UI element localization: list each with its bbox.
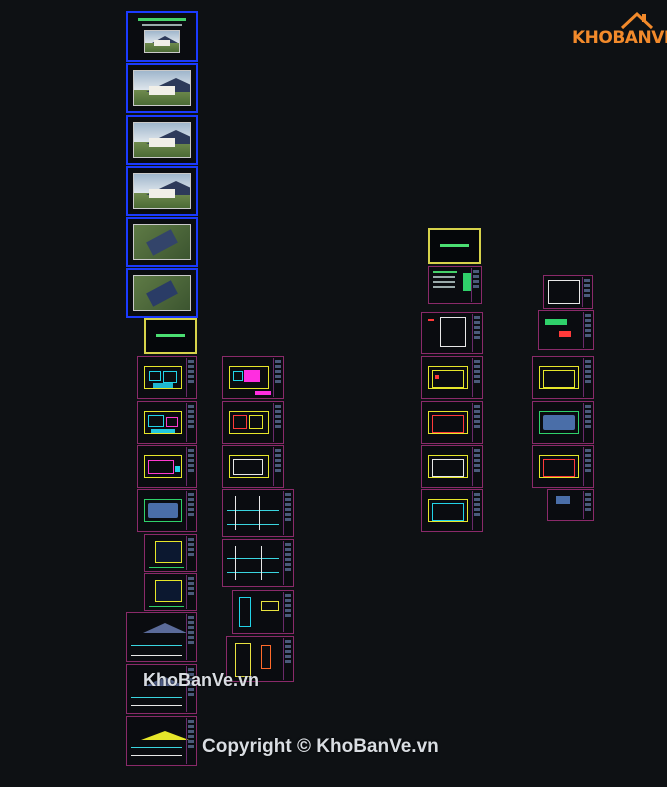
section-drawing — [131, 619, 187, 656]
watermark-text: KhoBanVe.vn — [143, 670, 260, 690]
section-sheet-3[interactable] — [126, 716, 197, 766]
render-sheet-perspective[interactable] — [126, 166, 198, 216]
floor-plan-drawing — [144, 411, 182, 434]
window-detail-drawing — [261, 601, 279, 611]
cover-sheet[interactable] — [126, 11, 198, 62]
cover-subtitle-bar — [142, 24, 182, 26]
house-roof-icon — [620, 11, 654, 30]
elevation-drawing — [227, 496, 279, 530]
slab-plan-drawing — [428, 499, 468, 522]
house-render-image — [133, 173, 191, 209]
logo-text: KHOBANVE — [572, 28, 667, 48]
plan-sheet-col2-2[interactable] — [222, 401, 284, 444]
plan-sheet-3[interactable] — [137, 445, 197, 488]
tank-detail-drawing — [556, 496, 570, 504]
floor-plan-drawing — [144, 455, 182, 478]
elevation-sheet-1[interactable] — [144, 534, 197, 572]
section-title-bar — [439, 244, 470, 248]
foundation-plan-drawing — [428, 366, 468, 389]
aerial-render-image — [133, 275, 191, 311]
section-sheet-1[interactable] — [126, 612, 197, 662]
section-title-bar — [155, 334, 186, 338]
floor-plan-drawing — [229, 411, 269, 434]
detail-sheet-col2-2[interactable] — [226, 636, 294, 682]
plumbing-plan-drawing — [539, 411, 579, 434]
mep-plan-sheet-2[interactable] — [532, 401, 594, 444]
aerial-render-image — [133, 224, 191, 260]
cover-title-bar — [138, 18, 186, 21]
mep-detail-sheet[interactable] — [547, 489, 594, 521]
elevation-drawing — [155, 580, 182, 602]
pipe-diagram — [545, 319, 567, 325]
section-divider-sheet-architecture[interactable] — [144, 318, 197, 354]
structure-plan-sheet-1[interactable] — [421, 356, 483, 399]
khobanve-logo: KHOBANVE — [572, 10, 667, 54]
elevation-drawing — [155, 541, 182, 563]
mep-diagram-sheet[interactable] — [538, 310, 594, 350]
structure-plan-sheet-4[interactable] — [421, 489, 483, 532]
elevation-sheet-col2-1[interactable] — [222, 489, 294, 537]
render-sheet-aerial-2[interactable] — [126, 268, 198, 318]
elevation-sheet-2[interactable] — [144, 573, 197, 611]
window-detail-drawing — [261, 645, 271, 669]
copyright-text: Copyright © KhoBanVe.vn — [202, 736, 439, 757]
notes-sheet[interactable] — [428, 266, 482, 304]
render-sheet-front-2[interactable] — [126, 115, 198, 165]
schedule-sheet[interactable] — [421, 312, 483, 354]
beam-plan-drawing — [428, 411, 468, 434]
house-render-image — [133, 70, 191, 106]
structure-plan-sheet-3[interactable] — [421, 445, 483, 488]
house-render-image — [133, 122, 191, 158]
drainage-plan-drawing — [539, 455, 579, 478]
cover-render-image — [144, 30, 180, 53]
mep-legend-sheet[interactable] — [543, 275, 593, 309]
plan-sheet-2[interactable] — [137, 401, 197, 444]
mep-plan-sheet-1[interactable] — [532, 356, 594, 399]
section-divider-sheet-structure[interactable] — [428, 228, 481, 264]
legend-table — [548, 280, 580, 304]
elevation-sheet-col2-2[interactable] — [222, 539, 294, 587]
door-detail-drawing — [239, 597, 251, 627]
floor-plan-drawing — [144, 366, 182, 389]
detail-sheet-col2-1[interactable] — [232, 590, 294, 634]
plan-sheet-roof[interactable] — [137, 489, 197, 532]
floor-plan-drawing — [229, 366, 269, 389]
elevation-drawing — [227, 546, 279, 580]
schedule-table — [440, 317, 466, 347]
mep-plan-sheet-3[interactable] — [532, 445, 594, 488]
structure-plan-sheet-2[interactable] — [421, 401, 483, 444]
section-sheet-2[interactable] — [126, 664, 197, 714]
render-sheet-front-1[interactable] — [126, 63, 198, 113]
notes-title-bar — [433, 271, 457, 273]
render-sheet-aerial-1[interactable] — [126, 217, 198, 267]
electrical-plan-drawing — [539, 366, 579, 389]
section-drawing — [131, 671, 185, 707]
floor-plan-drawing — [229, 455, 269, 478]
plan-sheet-col2-3[interactable] — [222, 445, 284, 488]
column-plan-drawing — [428, 455, 468, 478]
plan-sheet-1[interactable] — [137, 356, 197, 399]
roof-plan-drawing — [144, 499, 182, 522]
plan-sheet-col2-1[interactable] — [222, 356, 284, 399]
section-drawing — [131, 723, 189, 759]
door-detail-drawing — [235, 643, 251, 677]
